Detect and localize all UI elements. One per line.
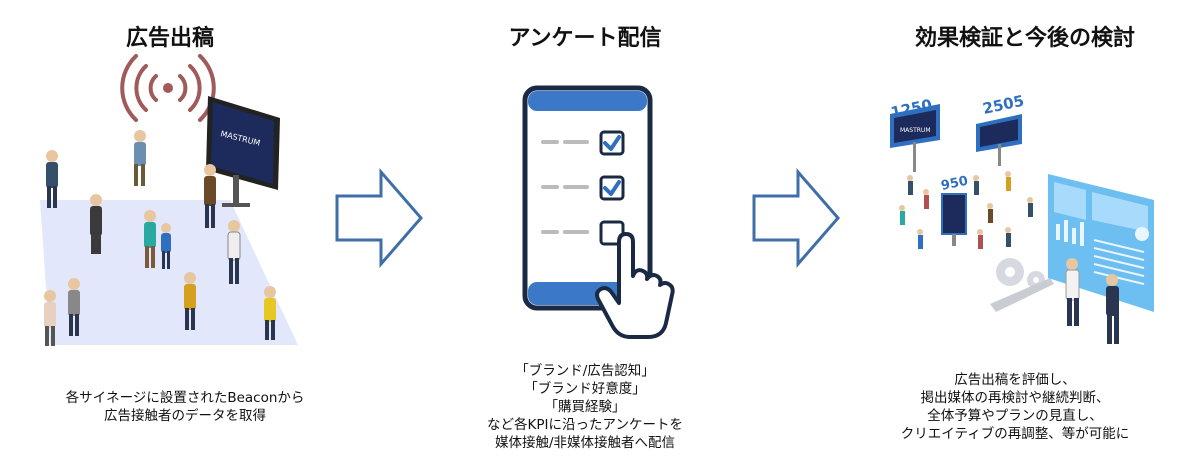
beacon-signal-icon	[120, 54, 216, 122]
step-2-desc-line: 「購買経験」	[544, 399, 626, 415]
step-3-description: 広告出稿を評価し、 掲出媒体の再検討や継続判断、 全体予算やプランの見直し、 ク…	[870, 371, 1160, 443]
step-3-desc-line: 広告出稿を評価し、	[954, 372, 1076, 388]
digital-signage-icon: MASTRUM	[206, 96, 280, 207]
pointing-hand-icon	[595, 232, 675, 339]
step-1-description: 各サイネージに設置されたBeaconから 広告接触者のデータを取得	[30, 389, 340, 425]
step-3-desc-line: 掲出媒体の再検討や継続判断、	[920, 390, 1110, 406]
flow-arrow-icon	[752, 167, 840, 269]
checkmark-icon	[603, 135, 621, 196]
smartphone-survey-illustration	[522, 85, 675, 339]
step-2-desc-line: 「ブランド/広告認知」	[515, 363, 655, 379]
analyst-people-icon	[1065, 258, 1119, 344]
wrench-icon	[990, 278, 1054, 312]
step-2-desc-line: など各KPIに沿ったアンケートを	[487, 417, 683, 433]
step-2-description: 「ブランド/広告認知」 「ブランド好意度」 「購買経験」 など各KPIに沿ったア…	[455, 362, 715, 452]
people-icon	[899, 171, 1033, 249]
counter-label: 2505	[981, 92, 1026, 118]
signage-beacon-illustration: MASTRUM	[40, 54, 298, 346]
dashboard-panel-icon	[1048, 174, 1154, 312]
step-2-title: アンケート配信	[508, 26, 662, 51]
step-1-desc-line: 各サイネージに設置されたBeaconから	[65, 390, 305, 406]
counter-label: 950	[940, 174, 970, 194]
digital-signage-icon: MASTRUM	[890, 104, 1022, 246]
flow-arrow-icon	[335, 167, 423, 269]
step-1-title: 広告出稿	[125, 26, 214, 51]
signage-logo: MASTRUM	[900, 127, 931, 134]
step-2-desc-line: 媒体接触/非媒体接触者へ配信	[494, 435, 676, 451]
analytics-dashboard-illustration: MASTRUM 1250 2505 950	[889, 92, 1154, 344]
step-3-desc-line: クリエイティブの再調整、等が可能に	[900, 426, 1130, 442]
gear-icon	[996, 258, 1045, 289]
step-1-desc-line: 広告接触者のデータを取得	[104, 408, 266, 424]
step-2-desc-line: 「ブランド好意度」	[524, 381, 646, 397]
step-3-title: 効果検証と今後の検討	[914, 26, 1135, 51]
people-icon	[44, 130, 276, 346]
step-3-desc-line: 全体予算やプランの見直し、	[927, 408, 1103, 424]
